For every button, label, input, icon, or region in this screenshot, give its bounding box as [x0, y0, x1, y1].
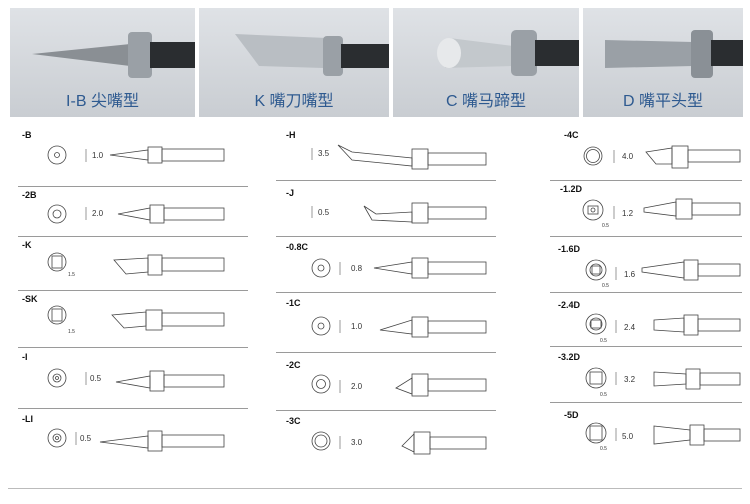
tip-dimension: 2.0: [351, 382, 363, 391]
photo-caption-k: K 嘴刀嘴型: [254, 93, 334, 110]
photo-caption-ib: I-B 尖嘴型: [66, 93, 139, 110]
photo-panel-c: C 嘴马蹄型: [393, 8, 579, 117]
tip-code: -2B: [22, 190, 37, 200]
tip-code: -0.8C: [286, 242, 309, 252]
tip-code: -B: [22, 130, 32, 140]
photo-caption-d: D 嘴平头型: [622, 93, 703, 110]
divider: [550, 402, 742, 403]
tip-dimension: 0.5: [80, 434, 92, 443]
divider: [18, 290, 248, 291]
tip-dimension: 1.0: [351, 322, 363, 331]
tip-code: -4C: [564, 130, 579, 140]
divider: [550, 292, 742, 293]
tip-sub-dimension: 0.5: [602, 283, 609, 289]
tip-code: -I: [22, 352, 28, 362]
tip-photo-d: [605, 30, 743, 78]
divider: [276, 410, 496, 411]
tip-code: -K: [22, 240, 32, 250]
tip-dimension: 2.0: [92, 209, 104, 218]
tip-dimension: 1.2: [622, 209, 634, 218]
tip-code: -2C: [286, 360, 301, 370]
tip-dimension: 1.0: [92, 151, 104, 160]
divider: [550, 346, 742, 347]
tip-sub-dimension: 0.5: [600, 446, 607, 452]
tip-code: -3.2D: [558, 352, 581, 362]
tip-code: -5D: [564, 410, 579, 420]
tip-code: -1.2D: [560, 184, 583, 194]
tip-photo-ib: [32, 32, 195, 78]
tip-dimension: 2.4: [624, 323, 636, 332]
tip-dimension: 1.6: [624, 270, 636, 279]
tip-code: -2.4D: [558, 300, 581, 310]
tip-code: -3C: [286, 416, 301, 426]
tip-dimension: 3.0: [351, 438, 363, 447]
divider: [276, 352, 496, 353]
divider: [18, 408, 248, 409]
photo-panel-d: D 嘴平头型: [583, 8, 743, 117]
tip-code: -LI: [22, 414, 33, 424]
divider: [550, 236, 742, 237]
tip-dimension: 0.5: [90, 374, 102, 383]
tip-dimension: 1.5: [68, 329, 75, 335]
tip-photo-c: [437, 30, 579, 76]
tip-dimension: 1.5: [68, 272, 75, 278]
tip-code: -H: [286, 130, 296, 140]
tip-code: -1C: [286, 298, 301, 308]
tip-dimension: 3.5: [318, 149, 330, 158]
photo-panel-k: K 嘴刀嘴型: [199, 8, 389, 117]
photo-caption-c: C 嘴马蹄型: [445, 93, 526, 110]
tip-dimension: 4.0: [622, 152, 634, 161]
divider: [276, 292, 496, 293]
divider: [18, 236, 248, 237]
tip-sub-dimension: 0.5: [602, 223, 609, 229]
tip-code: -SK: [22, 294, 38, 304]
tip-code: -J: [286, 188, 295, 198]
tip-code: -1.6D: [558, 244, 581, 254]
tip-sub-dimension: 0.5: [600, 392, 607, 398]
tip-photo-k: [235, 34, 389, 76]
tip-dimension: 0.8: [351, 264, 363, 273]
divider: [18, 186, 248, 187]
photo-panel-ib: I-B 尖嘴型: [10, 8, 195, 117]
divider: [18, 347, 248, 348]
tip-dimension: 3.2: [624, 375, 636, 384]
divider: [550, 180, 742, 181]
bottom-divider: [8, 488, 742, 489]
tip-dimension: 5.0: [622, 432, 634, 441]
divider: [276, 236, 496, 237]
divider: [276, 180, 496, 181]
tip-sub-dimension: 0.5: [600, 338, 607, 344]
tip-dimension: 0.5: [318, 208, 330, 217]
